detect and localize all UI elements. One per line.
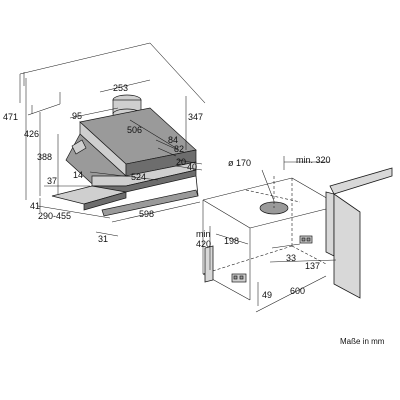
dim-198: 198: [224, 236, 239, 246]
dim-95: 95: [72, 111, 82, 121]
hood-view: 253 95 506 347 471 426 388 84 82 20 40 5…: [3, 42, 206, 244]
dim-min-label: min: [196, 229, 211, 239]
dim-471: 471: [3, 112, 18, 122]
dim-506: 506: [127, 125, 142, 135]
telescopic-tray: [51, 161, 199, 217]
hood-reference-frame: [19, 42, 206, 116]
dim-290-455: 290-455: [38, 211, 71, 221]
wall-cabinet-outline: [202, 177, 331, 301]
installation-view: ø 170 min. 320 min 420 198 33 137 49 600: [196, 155, 393, 313]
dim-388: 388: [37, 152, 52, 162]
dim-40: 40: [187, 162, 197, 172]
dim-347: 347: [188, 112, 203, 122]
dim-41: 41: [30, 201, 40, 211]
dim-33: 33: [286, 253, 296, 263]
dim-14: 14: [73, 170, 83, 180]
installation-dimension-lines: [209, 156, 337, 313]
socket-box-right: [299, 235, 313, 244]
dim-420: 420: [196, 239, 211, 249]
dim-82: 82: [174, 144, 184, 154]
dim-600: 600: [290, 286, 305, 296]
socket-box-left: [231, 273, 247, 283]
dim-31: 31: [98, 234, 108, 244]
cabinet-side-panels: [204, 167, 393, 299]
dim-253: 253: [113, 83, 128, 93]
dim-min-320: min. 320: [296, 155, 331, 165]
units-footnote: Maße in mm: [340, 337, 385, 346]
dim-598: 598: [139, 209, 154, 219]
dim-20: 20: [176, 157, 186, 167]
duct-cutout: [245, 169, 301, 215]
dim-37: 37: [47, 176, 57, 186]
dim-137: 137: [305, 261, 320, 271]
hood-dimension-lines: [25, 78, 203, 237]
dim-84: 84: [168, 135, 178, 145]
dim-426: 426: [24, 129, 39, 139]
dim-49: 49: [262, 290, 272, 300]
dim-524: 524: [131, 172, 146, 182]
dim-diameter-170: ø 170: [228, 158, 251, 168]
